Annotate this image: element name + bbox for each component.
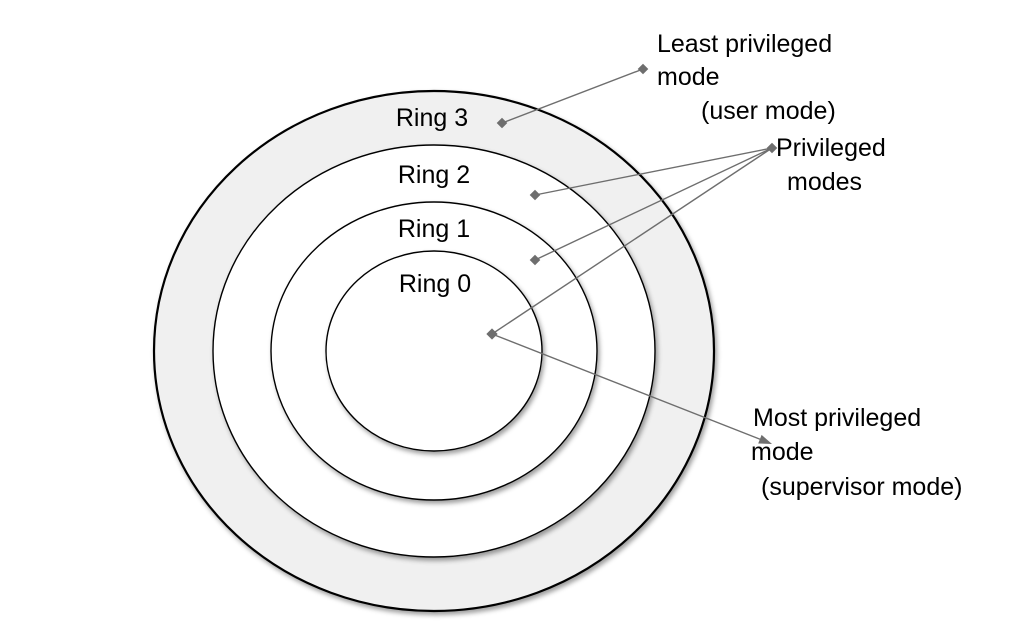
least-privileged-line2: mode [657, 63, 720, 91]
ring-1-label: Ring 1 [398, 215, 470, 243]
connector-privileged-to-ring0 [491, 147, 773, 335]
connector-privileged-to-ring1 [534, 147, 773, 261]
privileged-modes-line2: modes [787, 168, 863, 196]
ring-2-label: Ring 2 [398, 161, 470, 189]
most-privileged-line2: mode [751, 438, 814, 466]
most-privileged-line3: (supervisor mode) [761, 473, 963, 501]
arrowhead-most-privileged [758, 434, 772, 444]
least-privileged-line1: Least privileged [657, 30, 833, 58]
ring-0-label: Ring 0 [399, 270, 471, 298]
ring-3-label: Ring 3 [396, 104, 468, 132]
ring-0-circle [325, 250, 543, 452]
diamond-endpoint-least-privileged [637, 63, 649, 75]
privileged-modes-line1: Privileged [776, 134, 886, 162]
diamond-endpoint-ring3 [496, 117, 508, 129]
connector-ring3-to-least-privileged [501, 68, 644, 124]
most-privileged-line1: Most privileged [753, 404, 922, 432]
least-privileged-line3: (user mode) [701, 97, 836, 125]
connector-ring0-to-most-privileged [491, 333, 763, 441]
connector-privileged-to-ring2 [534, 147, 773, 196]
